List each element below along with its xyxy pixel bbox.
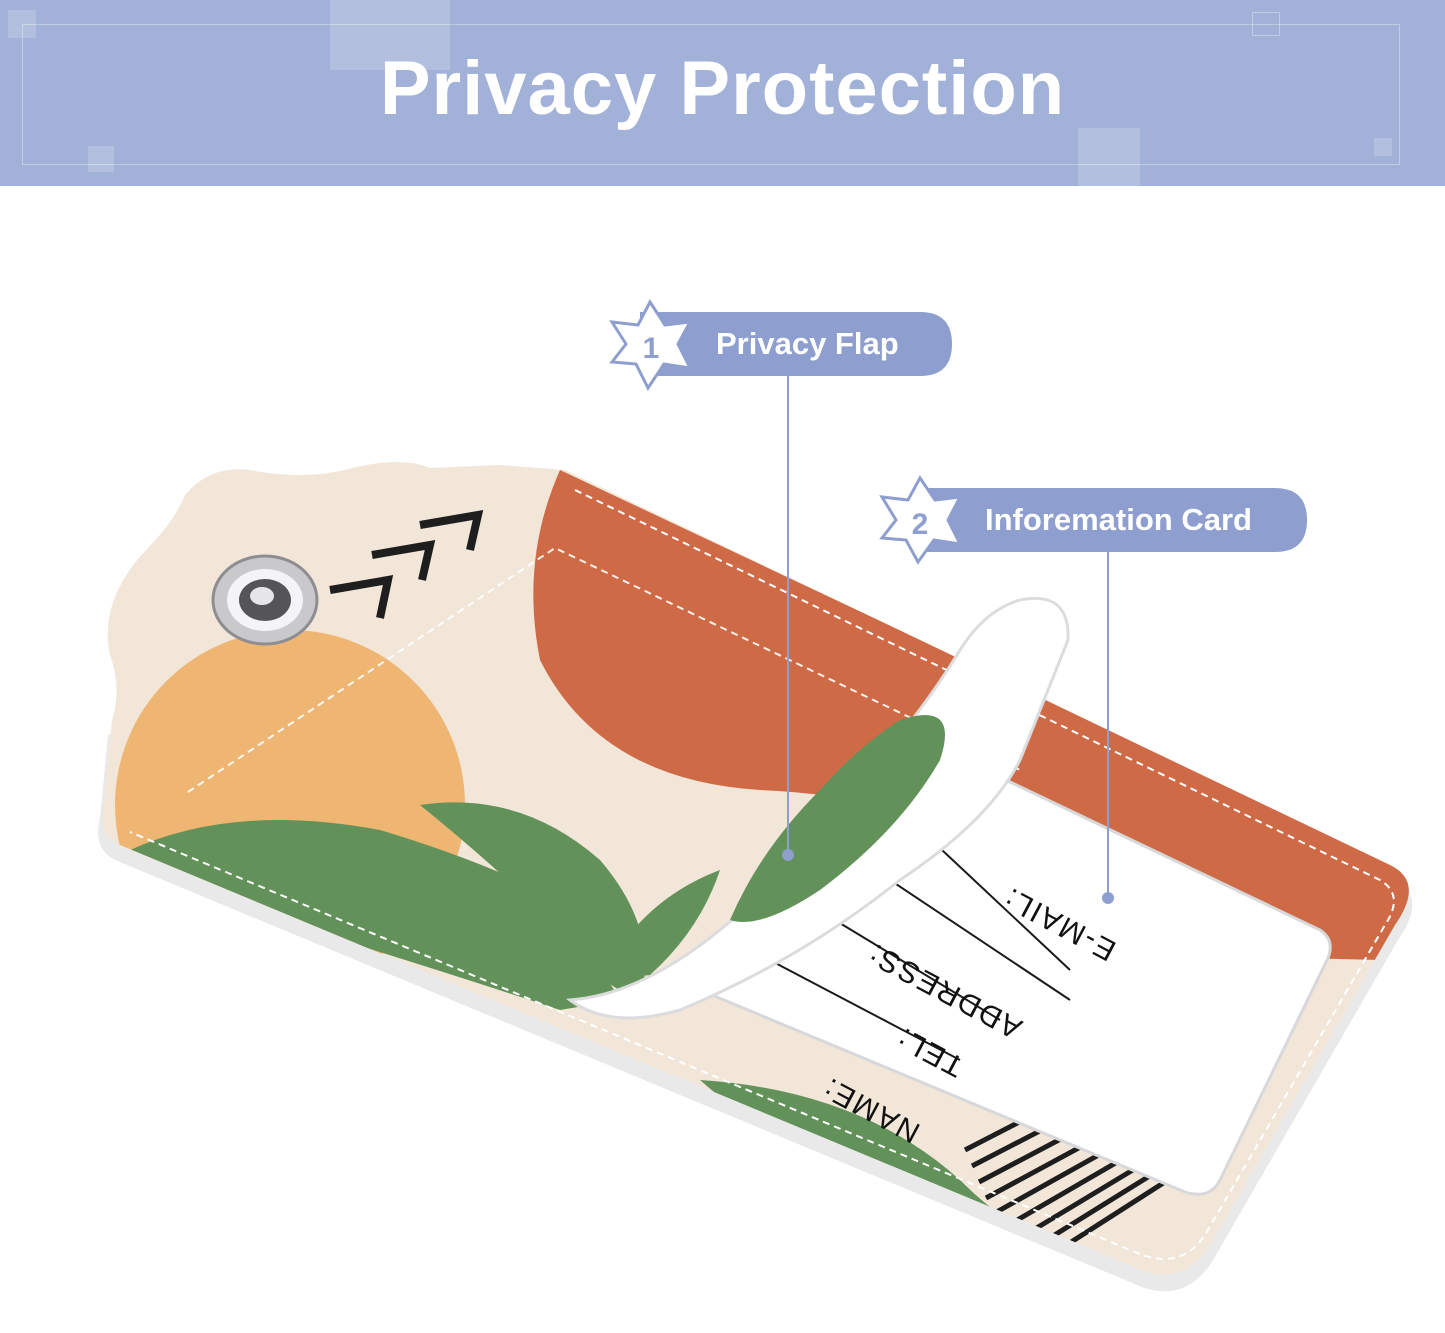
banner-decoration [1252,12,1280,36]
leaf-shape [420,802,645,1000]
star-icon [879,475,963,565]
banner-decoration [330,0,450,70]
banner-decoration [88,146,114,172]
luggage-tag-illustration: E-MAIL: ADDRESS: TEL: NAME: 1 Privacy Fl… [97,299,1413,1292]
callout-dot [1102,892,1114,904]
grommet-icon [211,554,319,646]
privacy-flap-pattern [730,715,945,922]
callout-information-card: 2 Inforemation Card [879,475,1307,565]
callout-dot [782,849,794,861]
stitching [187,546,1021,793]
banner-decoration [1078,128,1140,186]
callout-label: Privacy Flap [716,326,899,361]
page-title: Privacy Protection [379,46,1066,131]
callout-label: Inforemation Card [985,502,1252,537]
callout-privacy-flap: 1 Privacy Flap [609,299,952,391]
banner-decoration [8,10,36,38]
privacy-flap-pattern [600,870,720,980]
privacy-flap [565,596,1070,1020]
callout-number: 2 [912,508,929,541]
banner-frame [22,24,1400,165]
star-icon [609,299,693,391]
header-banner: Privacy Protection [0,0,1445,186]
chevron-arrows-icon [329,510,484,619]
leaf-shape [110,820,620,1010]
banner-decoration [1374,138,1392,156]
callout-number: 1 [643,332,660,365]
